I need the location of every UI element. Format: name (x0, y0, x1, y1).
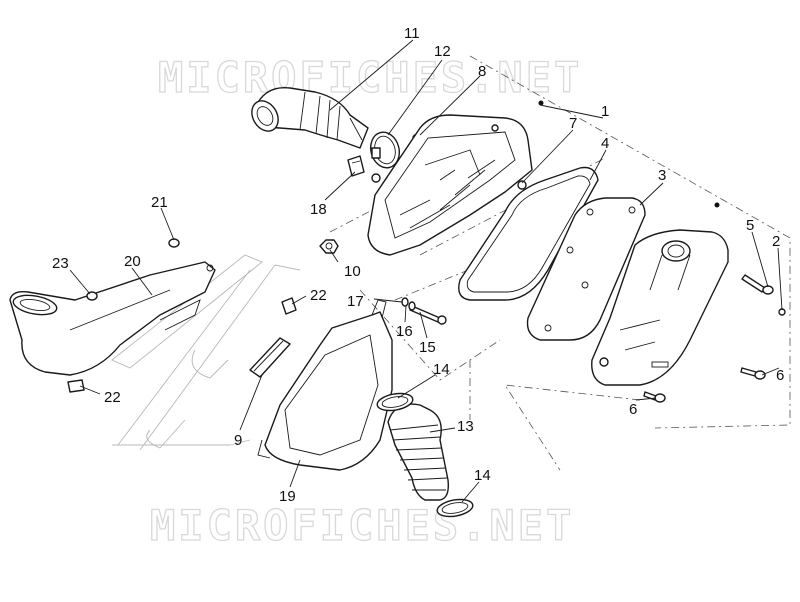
callout-1: 1 (601, 103, 609, 120)
callout-8: 8 (478, 63, 486, 80)
watermark-top: MICROFICHES.NET (158, 53, 582, 102)
callout-3: 3 (658, 167, 666, 184)
callout-7: 7 (569, 115, 577, 132)
part-15-bolt (409, 305, 447, 325)
part-3-filter-element (526, 197, 646, 341)
part-21-screw (168, 238, 180, 248)
part-14-clamp-upper (376, 392, 414, 412)
callout-11: 11 (404, 25, 420, 42)
part-22-clip-b (67, 379, 85, 393)
callout-13: 13 (457, 418, 474, 435)
callouts: 11 12 8 1 7 4 3 5 2 6 6 18 10 17 16 15 1… (52, 25, 784, 505)
part-6-screw-a (740, 367, 766, 380)
callout-14-lower: 14 (474, 467, 491, 484)
part-16-washer (401, 297, 409, 307)
part-12-hose-clamp (369, 131, 401, 169)
bullet-marker-a (538, 100, 544, 106)
callout-22-center: 22 (310, 287, 327, 304)
callout-9: 9 (234, 432, 242, 449)
callout-20: 20 (124, 253, 141, 270)
watermark-bottom: MICROFICHES.NET (150, 501, 574, 550)
callout-23: 23 (52, 255, 69, 272)
callout-2: 2 (772, 233, 780, 250)
part-22-clip-a (281, 297, 297, 315)
part-10-nut (319, 239, 339, 254)
bullet-marker-b (714, 202, 720, 208)
part-4-gasket (458, 166, 599, 301)
callout-12: 12 (434, 43, 451, 60)
callout-21: 21 (151, 194, 168, 211)
part-17-washer (408, 301, 416, 311)
part-1-air-filter-housing (367, 114, 533, 256)
part-14-clamp-lower (436, 498, 474, 518)
callout-5: 5 (746, 217, 754, 234)
callout-22-left: 22 (104, 389, 121, 406)
callout-6-bottom: 6 (629, 401, 637, 418)
callout-4: 4 (601, 135, 609, 152)
callout-6-right: 6 (776, 367, 784, 384)
part-19-lower-housing (257, 299, 393, 471)
part-20-intake-snorkel (9, 261, 216, 376)
part-23-screw (86, 291, 98, 301)
callout-17: 17 (347, 293, 364, 310)
part-18-clip (347, 155, 365, 177)
part-5-screw (741, 274, 774, 295)
callout-14-upper: 14 (433, 361, 450, 378)
part-2-filter-cover (591, 229, 729, 386)
leader-lines (69, 39, 783, 503)
part-13-bellows-hose (387, 403, 450, 501)
part-6-screw-b (643, 391, 666, 403)
part-9-seal-strip (249, 337, 291, 378)
callout-18: 18 (310, 201, 327, 218)
callout-16: 16 (396, 323, 413, 340)
callout-15: 15 (419, 339, 436, 356)
part-11-intake-duct (251, 86, 369, 149)
callout-10: 10 (344, 263, 361, 280)
callout-19: 19 (279, 488, 296, 505)
frame-outline (111, 254, 301, 451)
